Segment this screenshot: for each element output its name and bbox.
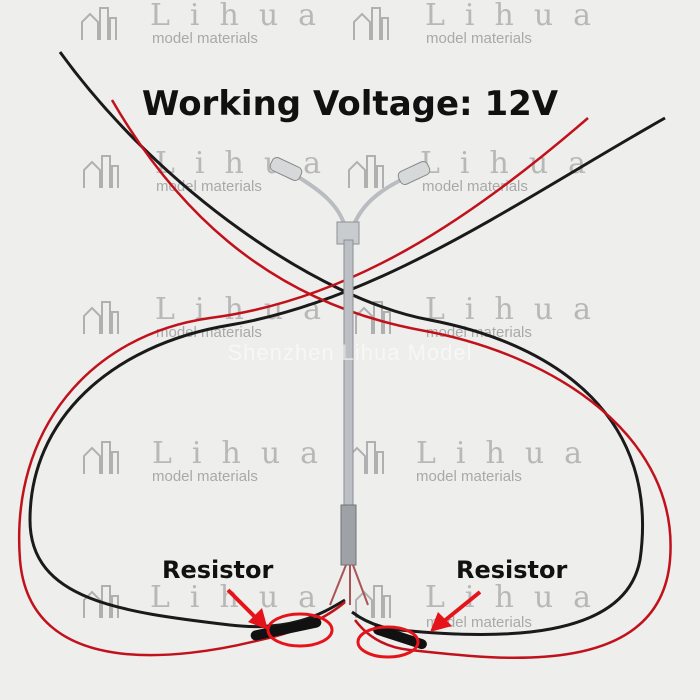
house-logo-icon: [83, 155, 119, 188]
circle-marker-icon: [356, 625, 420, 659]
house-logo-icon: [353, 7, 389, 40]
red-wire-right: [17, 117, 589, 657]
house-logo-icon: [348, 155, 384, 188]
voltage-headline: Working Voltage: 12V: [141, 84, 559, 124]
watermark-brand: Lihua: [425, 0, 612, 33]
watermark-tagline: model materials: [416, 468, 522, 485]
watermark-tagline: model materials: [426, 30, 532, 47]
watermark-brand: Lihua: [425, 580, 612, 615]
watermark-brand: Lihua: [416, 436, 603, 471]
street-lamp-icon: [269, 157, 431, 606]
black-wire-left: [58, 51, 644, 637]
resistor-label-left: Resistor: [162, 556, 274, 584]
watermark-tagline: model materials: [426, 614, 532, 631]
watermark-brand: Lihua: [152, 436, 339, 471]
house-logo-icon: [83, 441, 119, 474]
resistor-right-body: [373, 624, 427, 650]
watermark-brand: Lihua: [420, 146, 607, 181]
watermark-brand: Lihua: [425, 292, 612, 327]
watermark-tagline: model materials: [152, 468, 258, 485]
arrow-icon: [226, 588, 268, 630]
arrow-icon: [430, 590, 482, 632]
watermark-tagline: model materials: [422, 178, 528, 195]
red-wire-left: [110, 99, 672, 659]
house-logo-icon: [81, 7, 117, 40]
house-logo-icon: [83, 301, 119, 334]
watermark-tagline: model materials: [152, 30, 258, 47]
watermark-overlay: Shenzhen Lihua Model: [227, 340, 473, 365]
resistor-label-right: Resistor: [456, 556, 568, 584]
watermark-brand: Lihua: [150, 0, 337, 33]
black-wire-right: [28, 116, 666, 629]
